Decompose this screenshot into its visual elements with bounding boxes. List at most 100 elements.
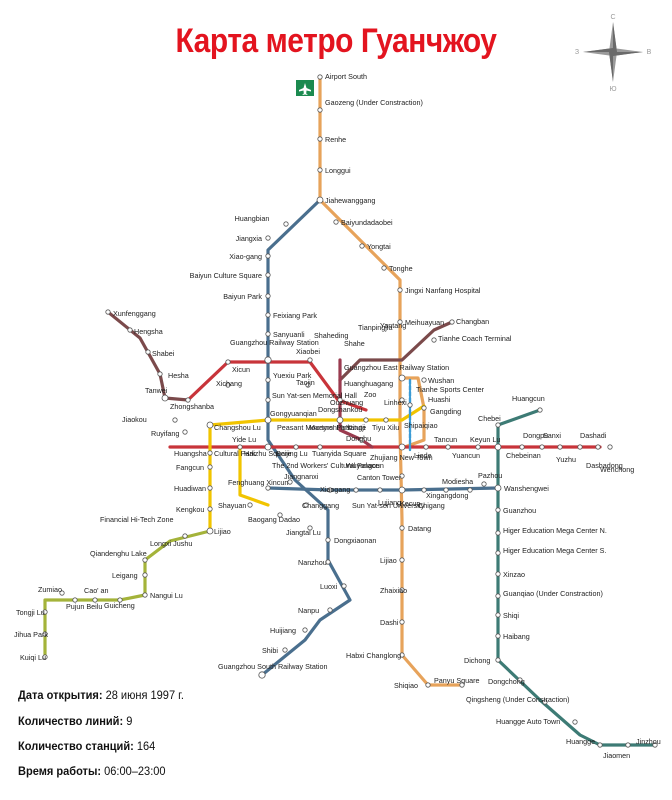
station-hemc-n: Higer Education Mega Center N. [503, 526, 607, 535]
station-feixiang-park: Feixiang Park [273, 311, 317, 320]
station-marker-kengkou [207, 506, 213, 512]
station-taojin: Taojin [296, 378, 315, 387]
station-marker-guangzhou-railway-station [264, 356, 272, 364]
station-meihuayuan: Meihuayuan [405, 318, 444, 327]
compass-s: Ю [609, 86, 616, 92]
station-marker-dashi [399, 619, 405, 625]
station-qingsheng: Qingsheng (Under Constraction) [466, 695, 569, 704]
compass-rose-icon: С Ю З В [575, 14, 652, 92]
station-huangbian: Huangbian [235, 214, 270, 223]
station-marker-huijiang [302, 627, 308, 633]
line-blue-grey [260, 198, 352, 677]
station-marker-hemc-n [495, 530, 501, 536]
station-qiandenghu: Qiandenghu Lake [90, 549, 147, 558]
station-marker-dongpu [519, 444, 525, 450]
station-shipaiqiao: Shipaiqiao [404, 421, 438, 430]
station-jiangtai-lu: Jiangtai Lu [286, 528, 321, 537]
station-luoxi: Luoxi [320, 582, 338, 591]
airport-icon [296, 80, 314, 96]
station-marker-keyun-lu [475, 444, 481, 450]
station-wanshengwei: Wanshengwei [504, 484, 549, 493]
station-marker-baiyun-park [265, 293, 271, 299]
station-xinzao: Xinzao [503, 570, 525, 579]
station-marker-baiyun-culture-square [265, 272, 271, 278]
station-marker-xicun [225, 359, 231, 365]
station-peasant-movement-institute: Peasant Movement Institute [277, 423, 366, 432]
station-haibang: Haibang [503, 632, 530, 641]
station-tuanyida: Tuanyida Square [312, 449, 366, 458]
station-marker-huangcun [537, 407, 543, 413]
station-dongpu: Dongpu [523, 431, 548, 440]
station-tancun: Tancun [434, 435, 457, 444]
station-dichong: Dichong [464, 656, 490, 665]
station-sanxi: Sanxi [543, 431, 561, 440]
station-guangzhou-south: Guangzhou South Railway Station [218, 662, 327, 671]
station-tianhe-coach: Tianhe Coach Terminal [438, 334, 512, 343]
station-marker-guicheng [117, 597, 123, 603]
station-dongxiaonan: Dongxiaonan [334, 536, 376, 545]
station-marker-feixiang-park [265, 312, 271, 318]
station-marker-zoo [399, 397, 405, 403]
station-huangcun: Huangcun [512, 394, 545, 403]
station-marker-gaozeng [317, 107, 323, 113]
station-yuzhu: Yuzhu [556, 455, 576, 464]
station-marker-donghu [359, 437, 365, 443]
station-marker-pazhou [481, 481, 487, 487]
line-olive [43, 529, 212, 659]
station-gangding: Gangding [430, 407, 461, 416]
station-longgui: Longgui [325, 166, 351, 175]
station-marker-panyu-square [459, 682, 465, 688]
station-chebeinan: Chebeinan [506, 451, 541, 460]
station-marker-xiao-gang [265, 253, 271, 259]
station-marker-baiyundadaobei [333, 219, 339, 225]
line-yellow-lower [238, 448, 270, 507]
line-red-upper [186, 360, 368, 412]
station-marker-shiqi [495, 612, 501, 618]
station-wushan: Wushan [428, 376, 454, 385]
station-hemc-s: Higer Education Mega Center S. [503, 546, 606, 555]
station-shiqi: Shiqi [503, 611, 519, 620]
station-jihua-park: Jihua Park [14, 630, 48, 639]
station-marker-sanxi [539, 444, 545, 450]
station-marker-shiqiao [425, 682, 431, 688]
station-hengsha: Hengsha [134, 327, 163, 336]
station-marker-changban [449, 319, 455, 325]
station-xichang: Xichang [216, 379, 242, 388]
station-marker-tonghe [381, 265, 387, 271]
station-sun-yat-sen-university: Sun Yat-sen University [352, 501, 425, 510]
station-canton-tower: Canton Tower [357, 473, 402, 482]
station-yantang: Yantang [380, 321, 406, 330]
compass-w: З [575, 49, 579, 56]
station-marker-luoxi [341, 583, 347, 589]
station-tongji-lu: Tongji Lu [16, 608, 45, 617]
station-marker-martyrs-park [336, 416, 344, 424]
station-marker-guanqiao [495, 593, 501, 599]
station-dashi: Dashi [380, 618, 399, 627]
station-linhexi: Linhexi [384, 398, 407, 407]
station-marker-lujiang [377, 487, 383, 493]
station-tianhe-sports-center: Tianhe Sports Center [416, 385, 485, 394]
station-marker-beijing-lu [293, 444, 299, 450]
station-marker-tanwei [161, 394, 169, 402]
station-beijing-lu: Beijing Lu [276, 449, 308, 458]
station-shiqiao: Shiqiao [394, 681, 418, 690]
line-brown-east [338, 320, 454, 382]
station-baiyun-park: Baiyun Park [223, 292, 262, 301]
station-marker-xiaobei [307, 357, 313, 363]
station-longxi-jushu: Longxi Jushu [150, 539, 192, 548]
station-leigang: Leigang [112, 571, 138, 580]
station-marker-hemc-s [495, 550, 501, 556]
station-marker-changshou-lu [206, 421, 214, 429]
station-marker-gongyuanqian [264, 416, 272, 424]
station-tanwei: Tanwei [145, 386, 168, 395]
station-wuyangcun: Wuyangcun [346, 461, 384, 470]
station-marker-dongxiaonan [325, 537, 331, 543]
station-marker-haizhu-square [264, 443, 272, 451]
station-marker-datang [399, 525, 405, 531]
station-marker-wushan [421, 377, 427, 383]
station-marker-guanzhou [495, 507, 501, 513]
station-financial-hi-tech-zone: Financial Hi-Tech Zone [100, 515, 174, 524]
station-marker-jiangnanxi [287, 479, 293, 485]
station-marker-xinzao [495, 571, 501, 577]
station-marker-sanyuanli [265, 331, 271, 337]
